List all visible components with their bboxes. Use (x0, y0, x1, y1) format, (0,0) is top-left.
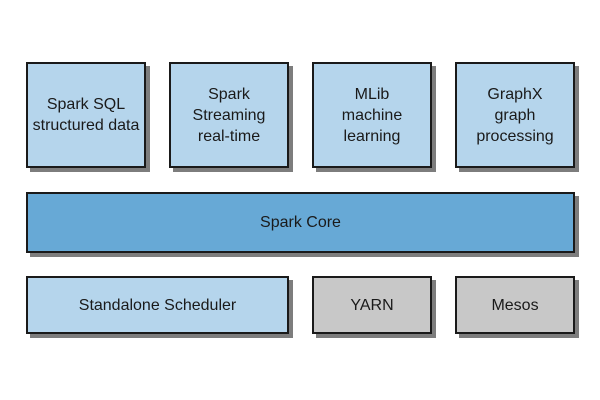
mesos-label: Mesos (491, 296, 539, 314)
graphx-box: GraphX graph processing (455, 62, 575, 168)
spark-core-label: Spark Core (260, 214, 341, 231)
standalone-scheduler-box: Standalone Scheduler (26, 276, 289, 334)
spark-streaming-label: Spark Streaming real-time (192, 85, 266, 145)
mllib-label: MLib machine learning (341, 85, 403, 145)
mllib-box: MLib machine learning (312, 62, 432, 168)
spark-sql-box: Spark SQL structured data (26, 62, 146, 168)
graphx-label: GraphX graph processing (476, 85, 554, 145)
yarn-label: YARN (350, 296, 394, 314)
spark-core-box: Spark Core (26, 192, 575, 253)
yarn-box: YARN (312, 276, 432, 334)
spark-sql-label: Spark SQL structured data (32, 96, 140, 134)
spark-streaming-box: Spark Streaming real-time (169, 62, 289, 168)
standalone-scheduler-label: Standalone Scheduler (78, 296, 237, 314)
mesos-box: Mesos (455, 276, 575, 334)
